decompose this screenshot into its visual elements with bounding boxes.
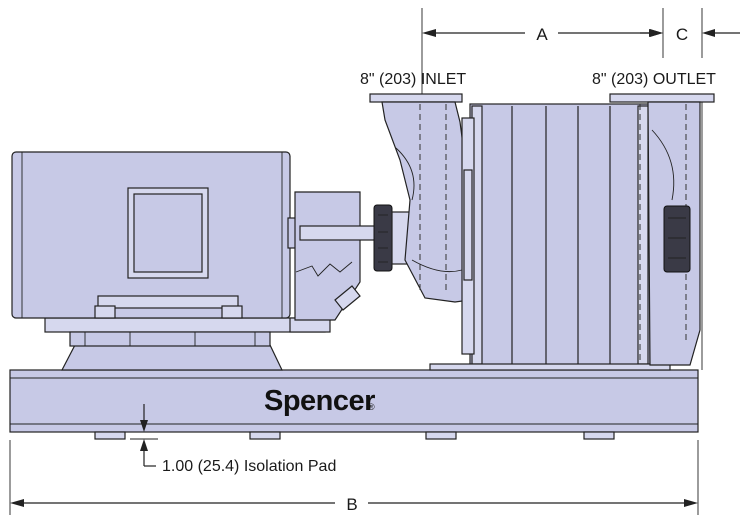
motor [11,151,341,319]
base-skid: Spencer ® [9,369,699,440]
brand-registered-mark: ® [368,402,375,412]
dimension-b: B [9,440,699,515]
blower-housing [429,103,671,371]
motor-stand [44,317,331,371]
inlet-coupling [373,204,411,272]
inlet-volute [369,93,471,303]
dimension-c-label: C [676,25,688,44]
brand-logo: Spencer [264,385,375,417]
dimension-b-label: B [346,495,357,514]
isolation-pad-label: 1.00 (25.4) Isolation Pad [162,458,336,475]
outlet-label: 8" (203) OUTLET [592,71,716,88]
isolation-pad-callout: 1.00 (25.4) Isolation Pad [130,404,336,475]
dimension-a-label: A [536,25,548,44]
dimension-a: A [421,8,663,100]
inlet-label: 8" (203) INLET [360,71,466,88]
outlet-coupling [663,205,691,273]
coupling-guard [294,191,379,321]
